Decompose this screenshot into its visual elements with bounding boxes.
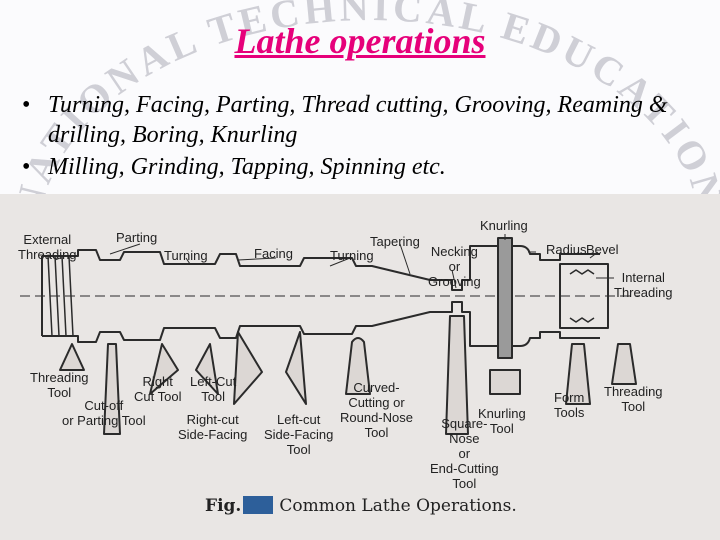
leader-turning-left bbox=[185, 257, 191, 265]
leader-external-threading bbox=[54, 257, 61, 261]
bullet-item: • Milling, Grinding, Tapping, Spinning e… bbox=[22, 152, 688, 182]
figure-caption: Fig. Common Lathe Operations. bbox=[205, 496, 517, 516]
leader-parting bbox=[109, 243, 141, 255]
leader-turning-mid bbox=[329, 257, 351, 267]
bullet-text: Turning, Facing, Parting, Thread cutting… bbox=[48, 92, 668, 148]
label-cutoff-tool: Cut-off or Parting Tool bbox=[62, 398, 146, 428]
label-internal-threading: Internal Threading bbox=[614, 270, 673, 300]
figure-number-highlight bbox=[243, 496, 274, 514]
right-cut-tool bbox=[149, 343, 179, 395]
form-tool bbox=[565, 343, 591, 405]
lathe-workpiece-drawing bbox=[20, 234, 640, 435]
workpiece-outline-top bbox=[42, 245, 600, 291]
internal-thread-marks bbox=[569, 269, 595, 323]
label-left-cut-side-facing: Left-cut Side-Facing Tool bbox=[264, 412, 334, 457]
label-form-tools: Form Tools bbox=[554, 390, 585, 420]
lathe-operations-figure: External Threading Parting Turning Facin… bbox=[0, 194, 720, 540]
label-facing: Facing bbox=[254, 246, 294, 261]
label-parting: Parting bbox=[116, 230, 158, 245]
round-nose-tool bbox=[345, 337, 371, 395]
leader-facing bbox=[237, 257, 277, 261]
bullet-dot: • bbox=[22, 92, 31, 118]
right-side-facing-tool bbox=[233, 331, 263, 405]
label-external-threading: External Threading bbox=[18, 232, 77, 262]
cutoff-tool bbox=[103, 343, 121, 435]
figure-caption-prefix: Fig. bbox=[205, 496, 242, 516]
leader-tapering bbox=[399, 243, 411, 275]
bullet-item: • Turning, Facing, Parting, Thread cutti… bbox=[22, 90, 688, 150]
label-threading-tool-left: Threading Tool bbox=[30, 370, 89, 400]
slide-title: Lathe operations bbox=[234, 21, 486, 61]
label-round-nose-tool: Curved- Cutting or Round-Nose Tool bbox=[340, 380, 413, 440]
bullet-dot: • bbox=[22, 154, 31, 180]
label-bevel: Bevel bbox=[586, 242, 619, 257]
leader-bevel bbox=[589, 251, 599, 259]
label-square-nose-tool: Square- Nose or End-Cutting Tool bbox=[430, 416, 499, 491]
label-knurling-top: Knurling bbox=[480, 218, 528, 233]
label-right-cut-tool: Right Cut Tool bbox=[134, 374, 182, 404]
figure-caption-text: Common Lathe Operations. bbox=[279, 496, 517, 516]
leader-necking bbox=[451, 269, 457, 289]
label-turning-mid: Turning bbox=[330, 248, 374, 263]
label-radius: Radius bbox=[546, 242, 587, 257]
label-left-cut-tool: Left-Cut Tool bbox=[190, 374, 237, 404]
workpiece-outline-bottom bbox=[42, 301, 600, 347]
left-cut-tool bbox=[195, 343, 219, 395]
label-turning-left: Turning bbox=[164, 248, 208, 263]
label-tapering: Tapering bbox=[370, 234, 420, 249]
left-side-facing-tool bbox=[285, 331, 307, 405]
knurling-bar bbox=[497, 237, 513, 359]
square-nose-tool bbox=[445, 315, 469, 435]
label-right-cut-side-facing: Right-cut Side-Facing bbox=[178, 412, 248, 442]
label-knurling-tool: Knurling Tool bbox=[478, 406, 526, 436]
label-threading-tool-right: Threading Tool bbox=[604, 384, 663, 414]
threading-tool-right bbox=[611, 343, 637, 385]
threading-tool-left bbox=[59, 343, 85, 371]
bullet-text: Milling, Grinding, Tapping, Spinning etc… bbox=[48, 154, 446, 180]
society-watermark: NATIONAL TECHNICAL EDUCATION SOCIETY bbox=[0, 0, 720, 210]
label-necking: Necking or Grooving bbox=[428, 244, 481, 289]
knurling-tool bbox=[489, 369, 521, 395]
